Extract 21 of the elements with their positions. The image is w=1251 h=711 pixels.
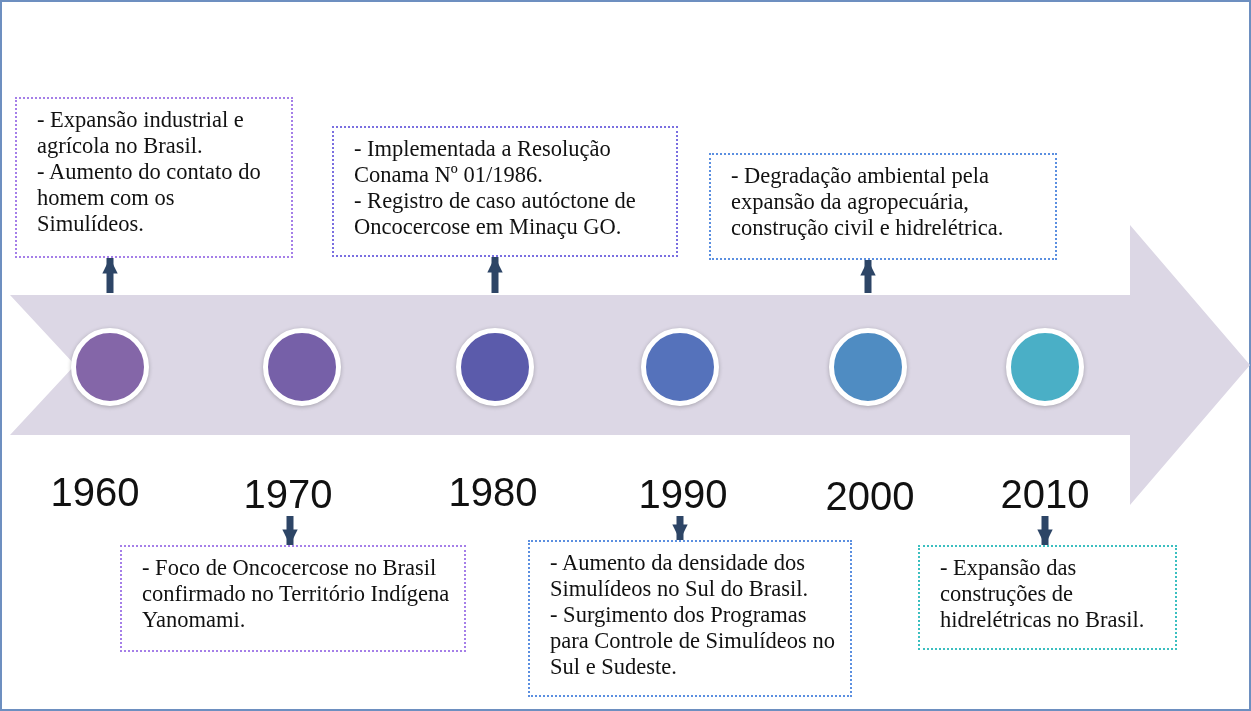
- year-label: 2000: [825, 474, 915, 518]
- year-label: 1970: [243, 472, 333, 516]
- event-box: [918, 545, 1177, 650]
- year-label: 2010: [1000, 472, 1090, 516]
- event-box: [528, 540, 852, 697]
- year-label: 1980: [448, 470, 538, 514]
- event-text: - Registro de caso autóctone de Oncocercose em Minaçu GO.: [354, 188, 637, 240]
- event-text: - Aumento do contato do homem com os Simulídeos.: [37, 159, 262, 237]
- event-text: - Aumento da densidade dos Simulídeos no Sul do Brasil.: [550, 550, 810, 602]
- event-text: - Surgimento dos Programas para Controle de Simulídeos no Sul e Sudeste.: [550, 602, 836, 680]
- year-label: 1990: [638, 472, 728, 516]
- event-box: [332, 126, 678, 257]
- event-box: [120, 545, 466, 652]
- event-text: - Degradação ambiental pela expansão da agropecuária, construção civil e hidrelétrica.: [731, 163, 1005, 241]
- event-text: - Implementada a Resolução Conama Nº 01/1986.: [354, 136, 612, 188]
- event-text: - Foco de Oncocercose no Brasil confirmado no Território Indígena Yanomami.: [142, 555, 451, 633]
- event-text: - Expansão das construções de hidrelétricas no Brasil.: [940, 555, 1146, 633]
- event-text: - Expansão industrial e agrícola no Brasil.: [37, 107, 245, 159]
- event-box: [709, 153, 1057, 260]
- year-label: 1960: [50, 470, 140, 514]
- event-box: [15, 97, 293, 258]
